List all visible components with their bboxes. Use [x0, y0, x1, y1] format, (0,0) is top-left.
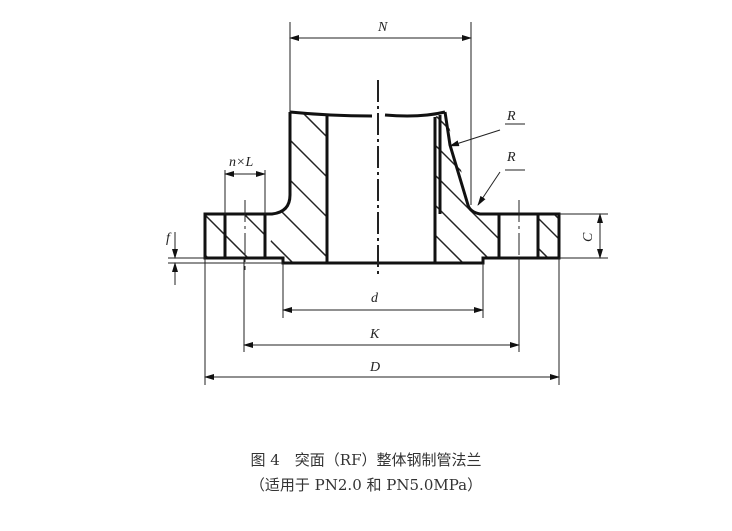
label-R-upper: R: [506, 109, 516, 124]
right-section-hatch: [435, 112, 559, 262]
figure-caption-title: 图 4 突面（RF）整体钢制管法兰: [250, 451, 482, 469]
label-N: N: [377, 20, 388, 35]
label-D: D: [369, 360, 380, 375]
left-section-hatch: [205, 112, 327, 262]
label-f: f: [166, 231, 172, 246]
extension-lines: [168, 22, 608, 385]
label-d: d: [371, 291, 379, 306]
figure-caption-subtitle: （适用于 PN2.0 和 PN5.0MPa）: [249, 476, 483, 494]
label-n-x-L: n×L: [229, 155, 253, 170]
label-R-lower: R: [506, 150, 516, 165]
label-C: C: [581, 232, 596, 242]
label-K: K: [369, 327, 380, 342]
flange-outline: [203, 110, 561, 265]
centerlines: [244, 80, 520, 278]
dimension-lines: [172, 35, 603, 380]
